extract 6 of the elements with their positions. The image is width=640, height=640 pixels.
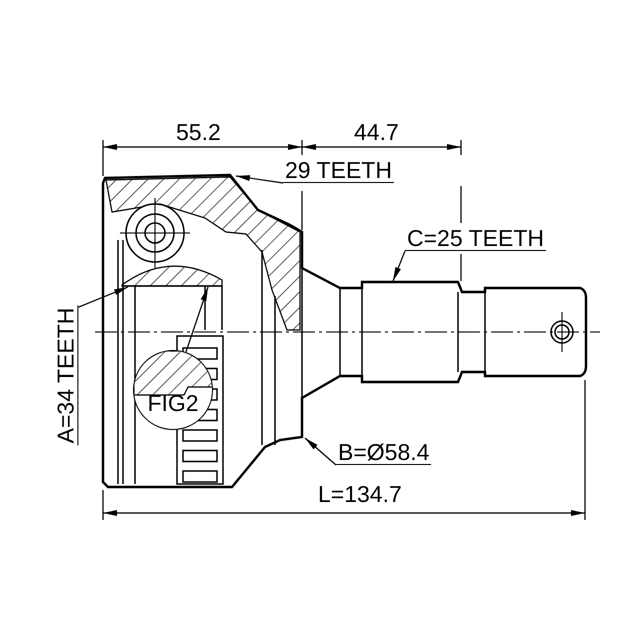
leader-line (185, 286, 209, 352)
detail-circle: FIG2 (133, 350, 213, 430)
leader-line (78, 286, 128, 308)
leader-line (236, 175, 284, 184)
leader-line (304, 438, 336, 466)
leader-line (392, 250, 406, 282)
